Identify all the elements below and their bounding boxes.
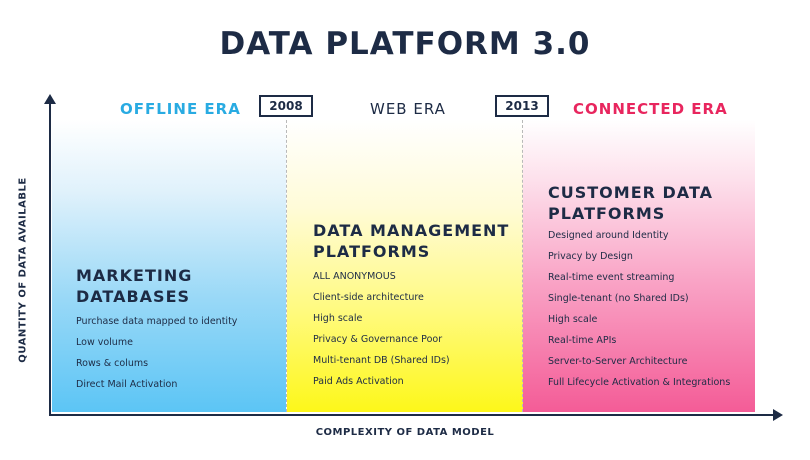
list-item: Rows & colums [76, 358, 149, 369]
y-axis-label: QUANTITY OF DATA AVAILABLE [17, 177, 29, 363]
x-axis-arrow-icon [773, 409, 783, 421]
era-divider-2008 [286, 120, 287, 412]
era-label-connected: CONNECTED ERA [573, 100, 728, 118]
connected-era-panel [523, 120, 755, 412]
era-label-web: WEB ERA [370, 100, 446, 118]
x-axis-label: COMPLEXITY OF DATA MODEL [315, 427, 495, 438]
list-item: Full Lifecycle Activation & Integrations [548, 377, 731, 388]
list-item: Single-tenant (no Shared IDs) [548, 293, 689, 304]
list-item: Direct Mail Activation [76, 379, 178, 390]
year-marker-2008: 2008 [259, 95, 313, 117]
list-item: Server-to-Server Architecture [548, 356, 688, 367]
x-axis-line [49, 414, 775, 416]
offline-heading-line2: DATABASES [76, 287, 191, 306]
list-item: ALL ANONYMOUS [313, 271, 396, 282]
y-axis-line [49, 102, 51, 416]
web-heading-line2: PLATFORMS [313, 242, 431, 261]
list-item: Paid Ads Activation [313, 376, 404, 387]
year-marker-2013: 2013 [495, 95, 549, 117]
offline-feature-list: Purchase data mapped to identity Low vol… [76, 311, 237, 395]
list-item: High scale [313, 313, 363, 324]
web-era-panel [287, 120, 523, 412]
web-feature-list: ALL ANONYMOUS Client-side architecture H… [313, 266, 450, 392]
list-item: Real-time event streaming [548, 272, 675, 283]
web-heading-line1: DATA MANAGEMENT [313, 221, 510, 240]
list-item: Low volume [76, 337, 133, 348]
list-item: Real-time APIs [548, 335, 617, 346]
list-item: Designed around Identity [548, 230, 669, 241]
era-divider-2013 [522, 120, 523, 412]
page-title: DATA PLATFORM 3.0 [219, 26, 591, 62]
offline-era-panel [52, 120, 286, 412]
y-axis-arrow-icon [44, 94, 56, 104]
connected-feature-list: Designed around Identity Privacy by Desi… [548, 225, 730, 393]
connected-heading-line1: CUSTOMER DATA [548, 183, 713, 202]
connected-panel-heading: CUSTOMER DATA PLATFORMS [548, 182, 748, 224]
offline-heading-line1: MARKETING [76, 266, 193, 285]
list-item: Client-side architecture [313, 292, 424, 303]
list-item: Purchase data mapped to identity [76, 316, 238, 327]
list-item: High scale [548, 314, 598, 325]
connected-heading-line2: PLATFORMS [548, 204, 666, 223]
list-item: Privacy & Governance Poor [313, 334, 443, 345]
list-item: Multi-tenant DB (Shared IDs) [313, 355, 450, 366]
list-item: Privacy by Design [548, 251, 633, 262]
web-panel-heading: DATA MANAGEMENT PLATFORMS [313, 220, 518, 262]
era-label-offline: OFFLINE ERA [120, 100, 241, 118]
offline-panel-heading: MARKETING DATABASES [76, 265, 276, 307]
